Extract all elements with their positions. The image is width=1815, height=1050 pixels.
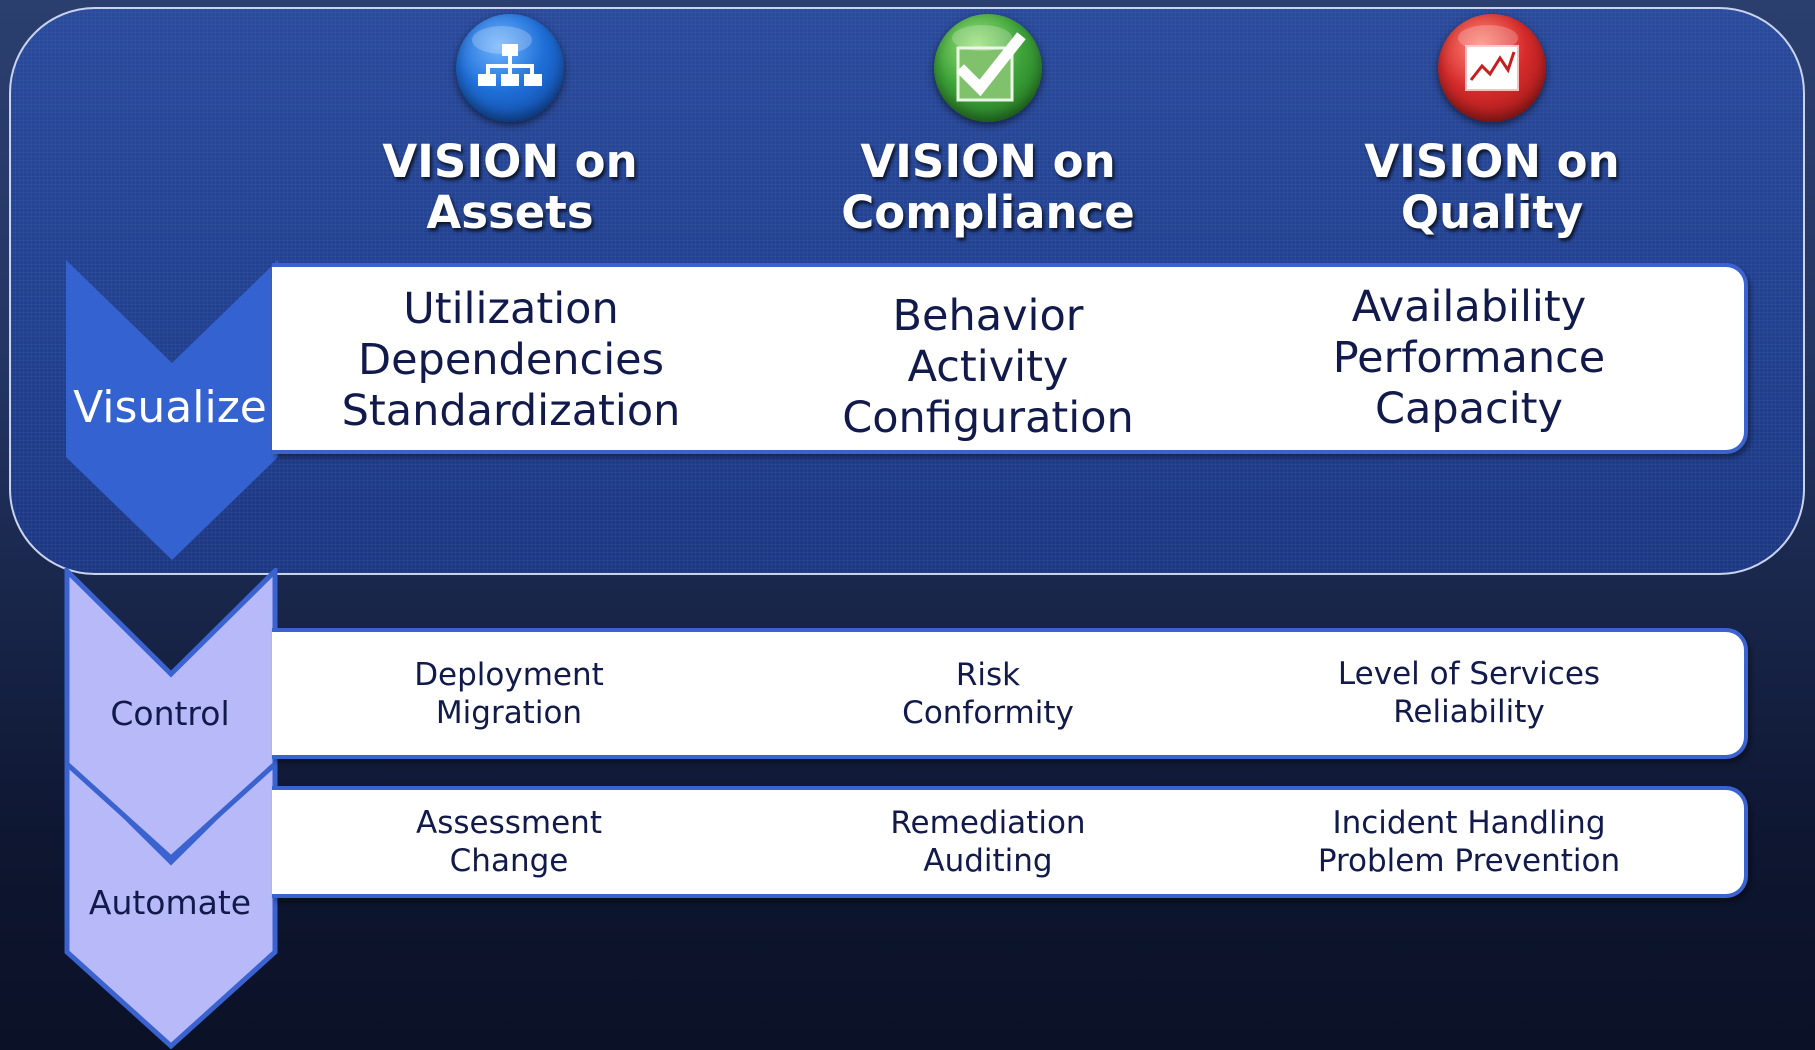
list-item: Level of Services bbox=[1337, 656, 1601, 692]
column-title-line1: VISION on bbox=[382, 135, 638, 188]
list-item: Dependencies bbox=[357, 335, 665, 385]
list-item: Problem Prevention bbox=[1317, 843, 1621, 879]
list-item: Risk bbox=[955, 657, 1021, 693]
column-title-line2: Quality bbox=[1400, 186, 1584, 239]
stage-label-visualize: Visualize bbox=[73, 382, 267, 433]
column-header-quality: VISION on Quality bbox=[1322, 14, 1662, 238]
list-item: Behavior bbox=[892, 291, 1084, 341]
list-item: Configuration bbox=[842, 393, 1134, 443]
control-cell-compliance: Risk Conformity bbox=[768, 656, 1208, 732]
list-item: Conformity bbox=[902, 695, 1074, 731]
column-title-line1: VISION on bbox=[1364, 135, 1620, 188]
list-item: Auditing bbox=[923, 843, 1053, 879]
list-item: Availability bbox=[1351, 282, 1587, 332]
column-title-line1: VISION on bbox=[860, 135, 1116, 188]
list-item: Migration bbox=[435, 695, 583, 731]
column-header-assets: VISION on Assets bbox=[340, 14, 680, 238]
visualize-cell-assets: Utilization Dependencies Standardization bbox=[291, 284, 731, 437]
chart-icon bbox=[1438, 14, 1546, 122]
column-title-assets: VISION on Assets bbox=[340, 136, 680, 238]
automate-cell-quality: Incident Handling Problem Prevention bbox=[1249, 804, 1689, 880]
list-item: Standardization bbox=[341, 386, 681, 436]
list-item: Capacity bbox=[1375, 384, 1563, 434]
column-header-compliance: VISION on Compliance bbox=[818, 14, 1158, 238]
automate-cell-assets: Assessment Change bbox=[289, 804, 729, 880]
list-item: Activity bbox=[907, 342, 1069, 392]
visualize-cell-quality: Availability Performance Capacity bbox=[1249, 282, 1689, 435]
column-title-compliance: VISION on Compliance bbox=[818, 136, 1158, 238]
list-item: Deployment bbox=[414, 657, 604, 693]
column-title-line2: Assets bbox=[426, 186, 594, 239]
list-item: Utilization bbox=[403, 284, 619, 334]
control-cell-quality: Level of Services Reliability bbox=[1249, 655, 1689, 731]
visualize-band bbox=[272, 263, 1748, 454]
stage-label-automate: Automate bbox=[88, 883, 252, 922]
control-band bbox=[272, 628, 1748, 759]
list-item: Reliability bbox=[1393, 694, 1545, 730]
list-item: Performance bbox=[1332, 333, 1606, 383]
automate-chevron bbox=[64, 756, 279, 1050]
automate-band bbox=[272, 786, 1748, 898]
list-item: Assessment bbox=[416, 805, 602, 841]
list-item: Incident Handling bbox=[1332, 805, 1606, 841]
visualize-cell-compliance: Behavior Activity Configuration bbox=[768, 291, 1208, 444]
hierarchy-icon bbox=[456, 14, 564, 122]
control-chevron bbox=[64, 568, 279, 868]
list-item: Remediation bbox=[890, 805, 1086, 841]
visualize-chevron bbox=[66, 260, 278, 560]
checkmark-icon bbox=[934, 14, 1042, 122]
control-cell-assets: Deployment Migration bbox=[289, 656, 729, 732]
automate-cell-compliance: Remediation Auditing bbox=[768, 804, 1208, 880]
stage-label-control: Control bbox=[110, 694, 230, 733]
column-title-quality: VISION on Quality bbox=[1322, 136, 1662, 238]
column-title-line2: Compliance bbox=[841, 186, 1135, 239]
list-item: Change bbox=[449, 843, 569, 879]
